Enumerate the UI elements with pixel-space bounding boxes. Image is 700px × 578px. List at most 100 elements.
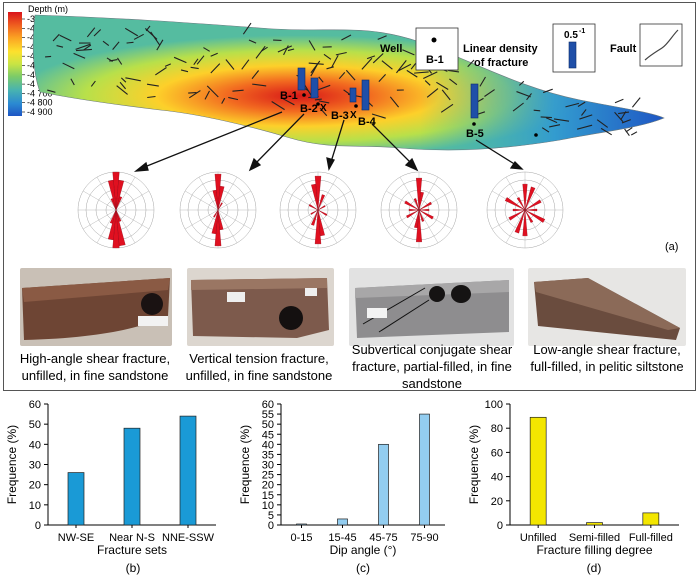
rose-diagram-2 [179, 171, 257, 249]
y-axis-label: Frequence (%) [467, 425, 481, 504]
x-tick-label: Unfilled [520, 532, 557, 544]
bar-Full-filled [642, 512, 660, 526]
x-axis-label: Dip angle (°) [330, 543, 397, 557]
well-legend-label: B-1 [426, 54, 444, 66]
x-tick-label: NW-SE [58, 532, 94, 544]
well-label-b5: B-5 [466, 128, 484, 140]
y-tick-label: 0 [268, 520, 274, 532]
x-tick-label: 75-90 [410, 532, 438, 544]
bar-NNE-SSW [179, 415, 197, 526]
y-tick-label: 50 [29, 419, 41, 431]
bar-75-90 [419, 413, 430, 526]
y-tick-label: 30 [29, 460, 41, 472]
photo-caption-3: Subvertical conjugate shear fracture, pa… [351, 342, 513, 391]
x-tick-label: 45-75 [369, 532, 397, 544]
y-tick-label: 0 [35, 520, 41, 532]
y-tick-label: 10 [29, 500, 41, 512]
y-tick-label: 30 [262, 460, 274, 472]
well-symbol-icon [431, 37, 437, 43]
well-label-b1: B-1 [280, 90, 298, 102]
structure-map: Depth (m) -3 900-4 000-4 100-4 200-4 300… [8, 4, 683, 253]
bar-Near N-S [123, 427, 141, 526]
well-label-b4: B-4 [358, 116, 377, 128]
depth-tick-8: -4 700 [27, 88, 53, 98]
x-tick-label: NNE-SSW [162, 532, 215, 544]
depth-tick-10: -4 900 [27, 107, 53, 117]
core-photo-3 [349, 268, 514, 346]
depth-legend-title: Depth (m) [28, 4, 68, 14]
y-axis-label: Frequence (%) [5, 425, 19, 504]
bar-0-15 [296, 523, 307, 526]
y-tick-label: 100 [485, 399, 503, 411]
x-tick-label: 0-15 [290, 532, 312, 544]
core-photo-4 [528, 268, 686, 346]
y-tick-label: 40 [29, 439, 41, 451]
y-tick-label: 20 [29, 480, 41, 492]
y-tick-label: 20 [491, 496, 503, 508]
density-legend-line2: of fracture [474, 57, 528, 69]
y-tick-label: 40 [491, 472, 503, 484]
density-bars [297, 67, 479, 119]
rose-diagram-4 [380, 171, 458, 249]
map-area [32, 14, 665, 151]
y-tick-label: 45 [262, 429, 274, 441]
bar-NW-SE [67, 472, 85, 526]
y-tick-label: 10 [262, 500, 274, 512]
x-tick-label: Semi-filled [569, 532, 620, 544]
y-tick-label: 20 [262, 480, 274, 492]
photo-caption-4: Low-angle shear fracture, full-filled, i… [530, 342, 684, 374]
y-tick-label: 50 [262, 419, 274, 431]
x-tick-label: Full-filled [629, 532, 673, 544]
rose-diagrams [77, 171, 564, 249]
svg-text:X: X [350, 110, 357, 121]
density-bar-icon [568, 41, 577, 69]
y-tick-label: 60 [29, 399, 41, 411]
density-legend-line1: Linear density [463, 43, 538, 55]
density-legend-exp: -1 [579, 28, 585, 35]
depth-tick-9: -4 800 [27, 98, 53, 108]
y-axis-label: Frequence (%) [238, 425, 252, 504]
y-tick-label: 35 [262, 449, 274, 461]
panel-label-a: (a) [665, 241, 678, 253]
density-legend-value: 0.5 [564, 30, 578, 41]
y-tick-label: 0 [497, 520, 503, 532]
svg-text:X: X [320, 103, 327, 114]
fault-symbol-icon [644, 29, 679, 61]
y-tick-label: 55 [262, 409, 274, 421]
x-tick-label: 15-45 [328, 532, 356, 544]
y-tick-label: 40 [262, 439, 274, 451]
core-photo-1 [20, 268, 172, 346]
map-legends: Well B-1 Linear density of fracture 0.5 … [380, 23, 683, 73]
y-tick-label: 80 [491, 423, 503, 435]
well-labels: B-1 B-2 X B-3 X B-4 B-5 [280, 90, 538, 140]
bar-45-75 [378, 443, 389, 526]
y-tick-label: 60 [491, 447, 503, 459]
x-axis-label: Fracture sets [97, 543, 167, 557]
panel-a-frame [3, 2, 696, 391]
bar-15-45 [337, 518, 348, 526]
y-tick-label: 5 [268, 510, 274, 522]
fault-legend-text: Fault [610, 43, 637, 55]
depth-colorbar [8, 12, 22, 116]
photo-caption-1: High-angle shear fracture, unfilled, in … [19, 351, 171, 383]
well-label-b3: B-3 [331, 110, 349, 122]
well-legend-text: Well [380, 43, 402, 55]
x-tick-label: Near N-S [109, 532, 155, 544]
bar-Semi-filled [586, 522, 603, 526]
well-label-b2: B-2 [300, 103, 318, 115]
panel-label: (d) [587, 561, 602, 575]
photo-caption-2: Vertical tension fracture, unfilled, in … [185, 351, 333, 383]
rose-diagram-1 [77, 171, 155, 249]
y-tick-label: 15 [262, 490, 274, 502]
y-tick-label: 60 [262, 399, 274, 411]
rose-diagram-3 [279, 171, 357, 249]
y-tick-label: 25 [262, 470, 274, 482]
bar-Unfilled [529, 416, 547, 526]
pointer-arrows [133, 111, 524, 172]
panel-label: (c) [356, 561, 370, 575]
rose-diagram-5 [486, 171, 564, 249]
